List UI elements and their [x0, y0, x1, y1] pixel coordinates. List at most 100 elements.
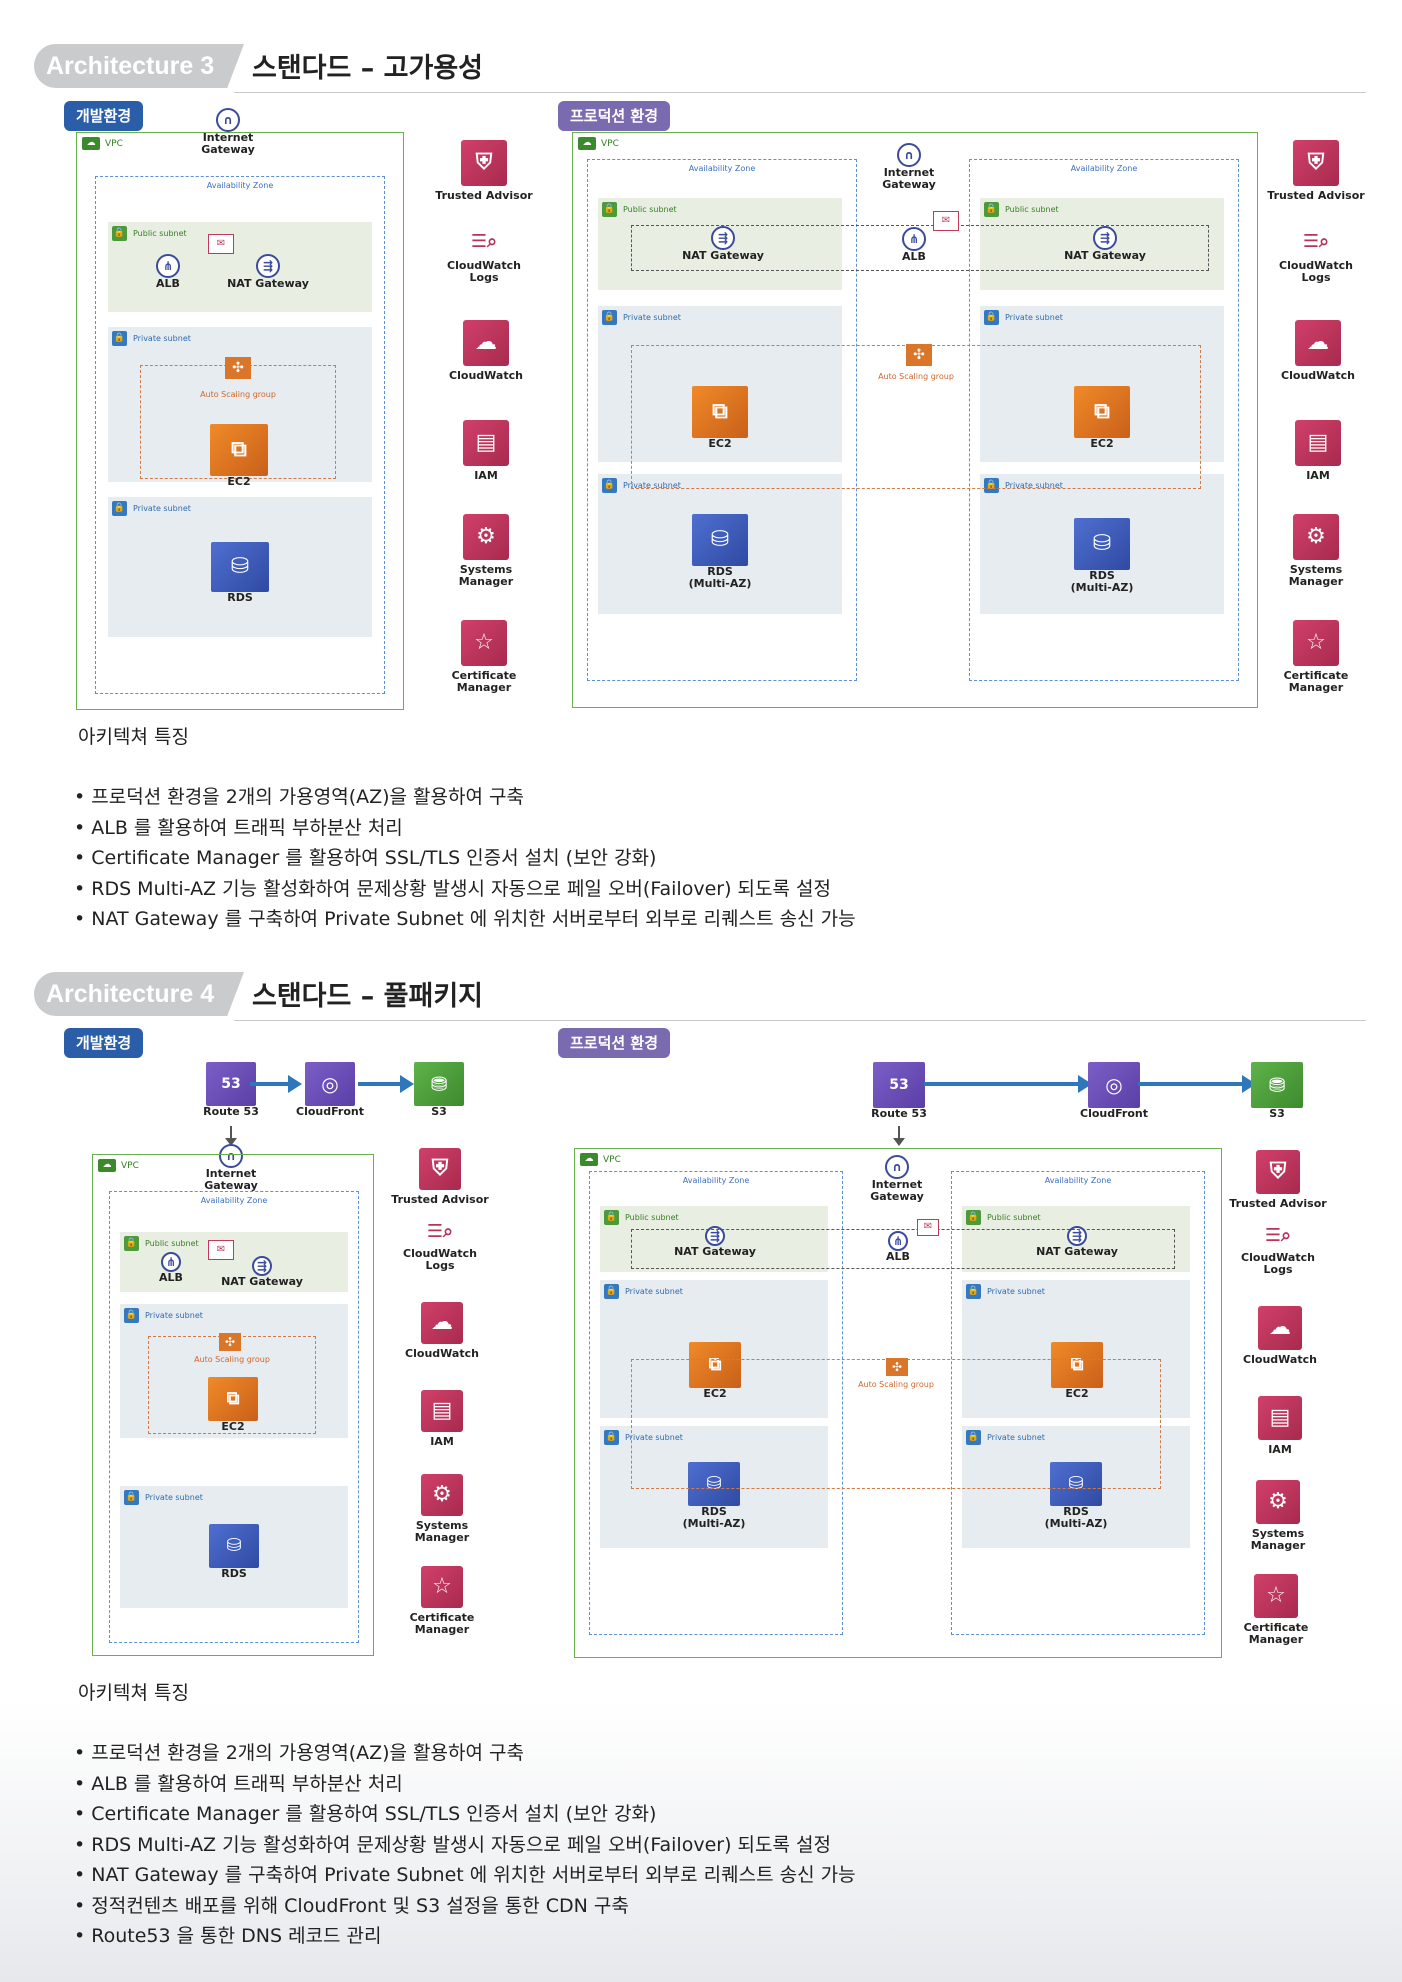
svc4-iam-prod: ▤IAM	[1220, 1396, 1340, 1456]
private-subnet-db-a: 🔒Private subnet ⛁RDS(Multi-AZ)	[598, 474, 842, 614]
gear-cloud-icon: ⚙	[1256, 1480, 1300, 1524]
cloud-magnifier-icon: ☁	[1295, 320, 1341, 366]
lock-icon: 🔒	[966, 1210, 981, 1225]
vpc-label: VPC	[105, 138, 123, 149]
nat-gateway-icon: ⇶	[1067, 1226, 1087, 1246]
feature-item: 프로덕션 환경을 2개의 가용영역(AZ)을 활용하여 구축	[74, 782, 856, 813]
subnet-label: Private subnet	[133, 334, 191, 343]
database-icon: ⛁	[1050, 1462, 1102, 1506]
private-subnet-db: 🔒Private subnet ⛁RDS	[120, 1486, 348, 1608]
ec2-node-a: ⧉EC2	[690, 386, 750, 450]
arch4-title: 스탠다드 – 풀패키지	[252, 981, 484, 1012]
ec2-node: ⧉EC2	[207, 1377, 259, 1433]
igw-label-2: Gateway	[882, 178, 936, 191]
svc-iam: ▤IAM	[426, 420, 546, 482]
public-subnet-b: 🔒Public subnet ⇶NAT Gateway	[980, 198, 1224, 290]
arch3-features-list: 프로덕션 환경을 2개의 가용영역(AZ)을 활용하여 구축 ALB 를 활용하…	[74, 782, 856, 935]
subnet-label: Private subnet	[623, 481, 681, 490]
rds-node: ⛁RDS	[208, 1524, 260, 1580]
svc-label: Manager	[1288, 681, 1344, 694]
arrow-route53-cloudfront	[924, 1075, 1092, 1093]
igw-label-2: Gateway	[870, 1190, 924, 1203]
auto-scaling-group: ✣ Auto Scaling group	[631, 1358, 1161, 1489]
svc-cloudwatch: ☁ CloudWatch	[426, 320, 546, 382]
svc-label: Manager	[414, 1531, 470, 1544]
svc-label: CloudWatch	[1243, 1353, 1317, 1366]
private-subnet-db-b: 🔒Private subnet ⛁RDS(Multi-AZ)	[980, 474, 1224, 614]
lock-icon: 🔒	[604, 1284, 619, 1299]
auto-scaling-group: ✣ Auto Scaling group	[631, 344, 1201, 489]
gateway-arch-icon: ∩	[219, 1144, 243, 1168]
feature-item: Certificate Manager 를 활용하여 SSL/TLS 인증서 설…	[74, 1799, 856, 1830]
svc-label: CloudWatch	[403, 1247, 477, 1260]
feature-item: ALB 를 활용하여 트래픽 부하분산 처리	[74, 813, 856, 844]
subnet-label: Private subnet	[1005, 313, 1063, 322]
nat-label: NAT Gateway	[1036, 1245, 1118, 1258]
feature-item: NAT Gateway 를 구축하여 Private Subnet 에 위치한 …	[74, 1860, 855, 1891]
svc-label: CloudWatch	[405, 1347, 479, 1360]
svc-label: Logs	[425, 1259, 455, 1272]
svc-trusted-advisor: ⛨Trusted Advisor	[424, 140, 544, 202]
autoscaling-icon: ✣	[219, 1333, 241, 1351]
vpc-cloud-icon: ☁	[98, 1159, 116, 1172]
subnet-label: Private subnet	[133, 504, 191, 513]
arch4-dev-badge: 개발환경	[64, 1028, 144, 1058]
svc4-trusted-advisor: ⛨Trusted Advisor	[380, 1148, 500, 1206]
igw-label-1: Internet	[202, 131, 254, 144]
public-subnet: 🔒Public subnet ✉ ⋔ALB ⇶NAT Gateway	[108, 222, 372, 312]
arrow-route53-igw	[893, 1126, 905, 1146]
alb-span-box	[631, 1229, 1175, 1269]
private-subnet-db-b: 🔒Private subnet ⛁RDS(Multi-AZ)	[962, 1426, 1190, 1548]
s3-label: S3	[431, 1105, 447, 1118]
route53-shield-icon: 53	[873, 1062, 925, 1108]
private-subnet-app-a: 🔒Private subnet ⧉EC2	[598, 306, 842, 462]
feature-item: Certificate Manager 를 활용하여 SSL/TLS 인증서 설…	[74, 843, 856, 874]
arch4-prod-badge: 프로덕션 환경	[558, 1028, 671, 1058]
certificate-icon: ✉	[208, 234, 234, 254]
gateway-arch-icon: ∩	[897, 143, 921, 167]
cloud-magnifier-icon: ☁	[463, 320, 509, 366]
private-subnet-db: 🔒Private subnet ⛁RDS	[108, 497, 372, 637]
subnet-label: Public subnet	[625, 1213, 679, 1222]
arrow-cloudfront-s3	[358, 1075, 414, 1093]
subnet-label: Private subnet	[625, 1287, 683, 1296]
asg-label: Auto Scaling group	[878, 372, 954, 381]
ec2-label: EC2	[1090, 437, 1114, 450]
database-icon: ⛁	[211, 542, 269, 592]
shield-icon: ⛨	[1256, 1150, 1300, 1194]
svc-label: CloudWatch	[449, 369, 523, 382]
svc-label: Manager	[1248, 1633, 1304, 1646]
rds-label: RDS	[707, 565, 733, 578]
lock-icon: 🔒	[966, 1430, 981, 1445]
ec2-chip-icon: ⧉	[1074, 386, 1130, 438]
arch3-prod-igw: ∩ Internet Gateway	[869, 143, 949, 191]
route53-label: Route 53	[203, 1105, 259, 1118]
lock-icon: 🔒	[602, 202, 617, 217]
magnifier-logs-icon: ☰⌕	[426, 1221, 454, 1242]
certificate-icon: ✉	[933, 211, 959, 231]
arch4-dev-igw: ∩ Internet Gateway	[190, 1144, 272, 1192]
subnet-label: Public subnet	[133, 229, 187, 238]
az-label: Availability Zone	[1044, 1176, 1112, 1185]
cloud-magnifier-icon: ☁	[421, 1302, 463, 1344]
nat-gateway-icon: ⇶	[256, 254, 280, 278]
autoscaling-icon: ✣	[906, 344, 932, 366]
arch4-prod-cloudfront: ◎CloudFront	[1074, 1062, 1154, 1120]
nat-label: NAT Gateway	[674, 1245, 756, 1258]
arch3-title: 스탠다드 – 고가용성	[252, 53, 484, 84]
globe-icon: ◎	[1088, 1062, 1140, 1108]
public-subnet-b: 🔒Public subnet ⇶NAT Gateway	[962, 1206, 1190, 1272]
subnet-label: Public subnet	[1005, 205, 1059, 214]
svc-label: Logs	[1301, 271, 1331, 284]
nat-label: NAT Gateway	[1064, 249, 1146, 262]
lock-icon: 🔒	[966, 1284, 981, 1299]
svc-label: IAM	[430, 1435, 454, 1448]
svc-label: CloudWatch	[1281, 369, 1355, 382]
arch3-dev-igw: ∩ Internet Gateway	[188, 108, 268, 156]
